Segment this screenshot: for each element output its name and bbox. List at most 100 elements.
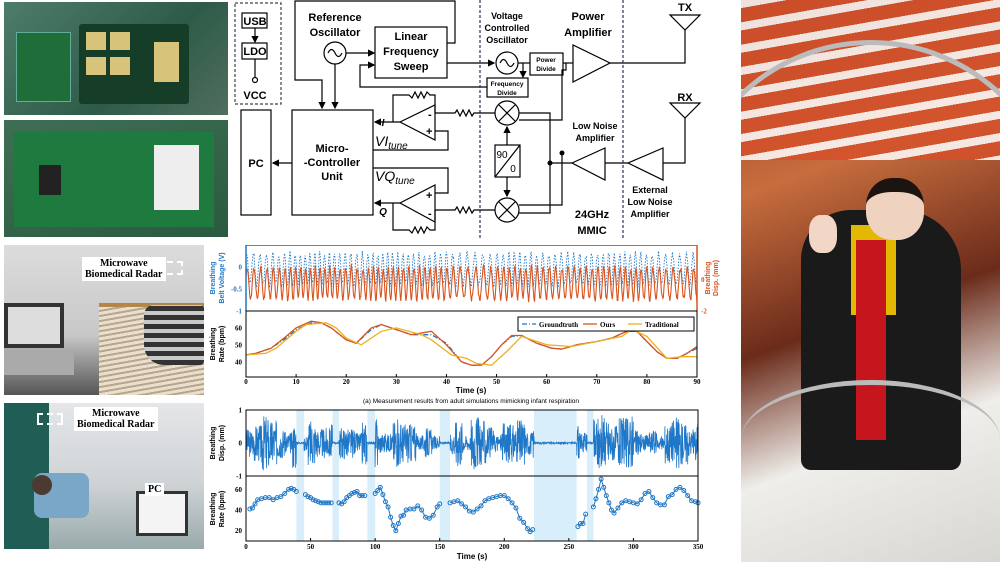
ylabel: Breathing	[210, 427, 217, 460]
vcc-terminal	[251, 76, 259, 84]
minus-sign: -	[428, 208, 432, 220]
breathing-rate-point	[359, 493, 365, 499]
breathing-rate-point	[673, 486, 679, 492]
label-line: Microwave	[91, 408, 140, 419]
tx-antenna-icon	[668, 14, 702, 31]
y-tick-label: -1	[236, 308, 242, 316]
breathing-rate-point	[354, 488, 360, 494]
breathing-rate-point	[380, 492, 386, 498]
vcc-label: VCC	[243, 90, 266, 102]
x-tick-label: 0	[244, 543, 248, 551]
vco-label: Voltage	[491, 11, 523, 21]
y-tick-label: 0	[239, 264, 243, 272]
breathing-rate-point	[247, 506, 253, 512]
breathing-rate-point	[654, 500, 660, 506]
breathing-rate-point	[583, 511, 589, 517]
mcu-label: Micro-	[316, 143, 349, 155]
power-supply-group	[234, 2, 282, 105]
ext-lna-label: External	[632, 185, 668, 195]
rx-antenna-icon	[668, 102, 702, 119]
caption: (a) Measurement results from adult simul…	[363, 398, 579, 405]
x-tick-label: 150	[434, 543, 445, 551]
rx-label: RX	[677, 92, 693, 104]
breathing-rate-point	[434, 504, 440, 510]
breathing-rate-point	[323, 500, 329, 506]
y-tick-label: 0	[701, 276, 705, 284]
x-tick-label: 10	[293, 378, 301, 386]
breathing-rate-point	[577, 520, 583, 526]
pcb-front-photo	[4, 2, 228, 115]
x-tick-label: 80	[643, 378, 651, 386]
breathing-rate-point	[619, 500, 625, 506]
ylabel: Breathing	[210, 493, 217, 526]
y-tick-label: 0	[239, 440, 243, 448]
breathing-rate-point	[459, 501, 465, 507]
x-tick-label: 60	[543, 378, 551, 386]
breathing-rate-point	[249, 505, 255, 511]
breathing-rate-point	[615, 505, 621, 511]
breathing-rate-line	[592, 477, 699, 514]
breathing-rate-point	[310, 497, 316, 503]
breathing-rate-point	[642, 491, 648, 497]
usb-label: USB	[243, 16, 266, 28]
breathing-rate-point	[398, 513, 404, 519]
series-traditional-line	[245, 322, 697, 366]
q-label: Q	[379, 207, 387, 218]
left-ylabel: Breathing	[210, 262, 217, 295]
breathing-rate-point	[665, 494, 671, 500]
breathing-rate-point	[385, 504, 391, 510]
breathing-rate-point	[270, 497, 276, 503]
breathing-rate-point	[606, 500, 612, 506]
y-tick-label: 60	[235, 486, 243, 494]
breathing-rate-point	[293, 488, 299, 494]
x-tick-label: 350	[693, 543, 704, 551]
power-divide-label: Power	[536, 57, 556, 64]
mcu-label: Unit	[321, 171, 343, 183]
breathing-rate-point	[278, 494, 284, 500]
breathing-rate-point	[521, 519, 527, 525]
ylabel: Breathing	[210, 328, 217, 361]
breathing-rate-point	[336, 500, 342, 506]
breathing-rate-point	[377, 484, 383, 490]
label-line: Microwave	[99, 258, 148, 269]
breathing-rate-point	[282, 491, 288, 497]
x-tick-label: 50	[493, 378, 501, 386]
minus-sign: -	[428, 109, 432, 121]
external-lna-symbol	[626, 147, 664, 181]
breathing-rate-point	[692, 499, 698, 505]
breathing-displacement-line	[245, 415, 699, 471]
mmic-label: 24GHz	[575, 209, 610, 221]
ylabel: Rate (bpm)	[219, 326, 226, 363]
x-tick-label: 90	[694, 378, 702, 386]
breathing-rate-point	[351, 490, 357, 496]
phase-label: 90	[496, 150, 508, 161]
x-tick-label: 0	[244, 378, 248, 386]
breathing-rate-point	[288, 485, 294, 491]
legend-label-groundtruth: Groundtruth	[539, 321, 578, 329]
breathing-rate-point	[661, 502, 667, 508]
phase-label: 0	[510, 164, 516, 175]
lna-label: Low Noise	[572, 121, 617, 131]
breathing-rate-point	[601, 484, 607, 490]
label-line: Biomedical Radar	[77, 419, 155, 430]
breathing-rate-point	[328, 500, 334, 506]
freq-divide-label: Divide	[497, 90, 517, 97]
power-divide-label: Divide	[536, 66, 556, 73]
vq-tune-label: VQtune	[375, 168, 415, 187]
vi-tune-label: VItune	[375, 133, 408, 152]
breathing-rate-point	[505, 496, 511, 502]
y-tick-label: -2	[701, 308, 707, 316]
breathing-rate-point	[650, 495, 656, 501]
ref-osc-label: Reference	[308, 12, 361, 24]
breathing-rate-point	[393, 528, 399, 534]
pa-label: Amplifier	[564, 27, 612, 39]
breathing-rate-point	[530, 527, 536, 533]
breathing-rate-point	[388, 514, 394, 520]
x-tick-label: 200	[499, 543, 510, 551]
i-label: I	[382, 118, 385, 129]
breathing-rate-point	[315, 499, 321, 505]
breathing-rate-point	[375, 487, 381, 493]
